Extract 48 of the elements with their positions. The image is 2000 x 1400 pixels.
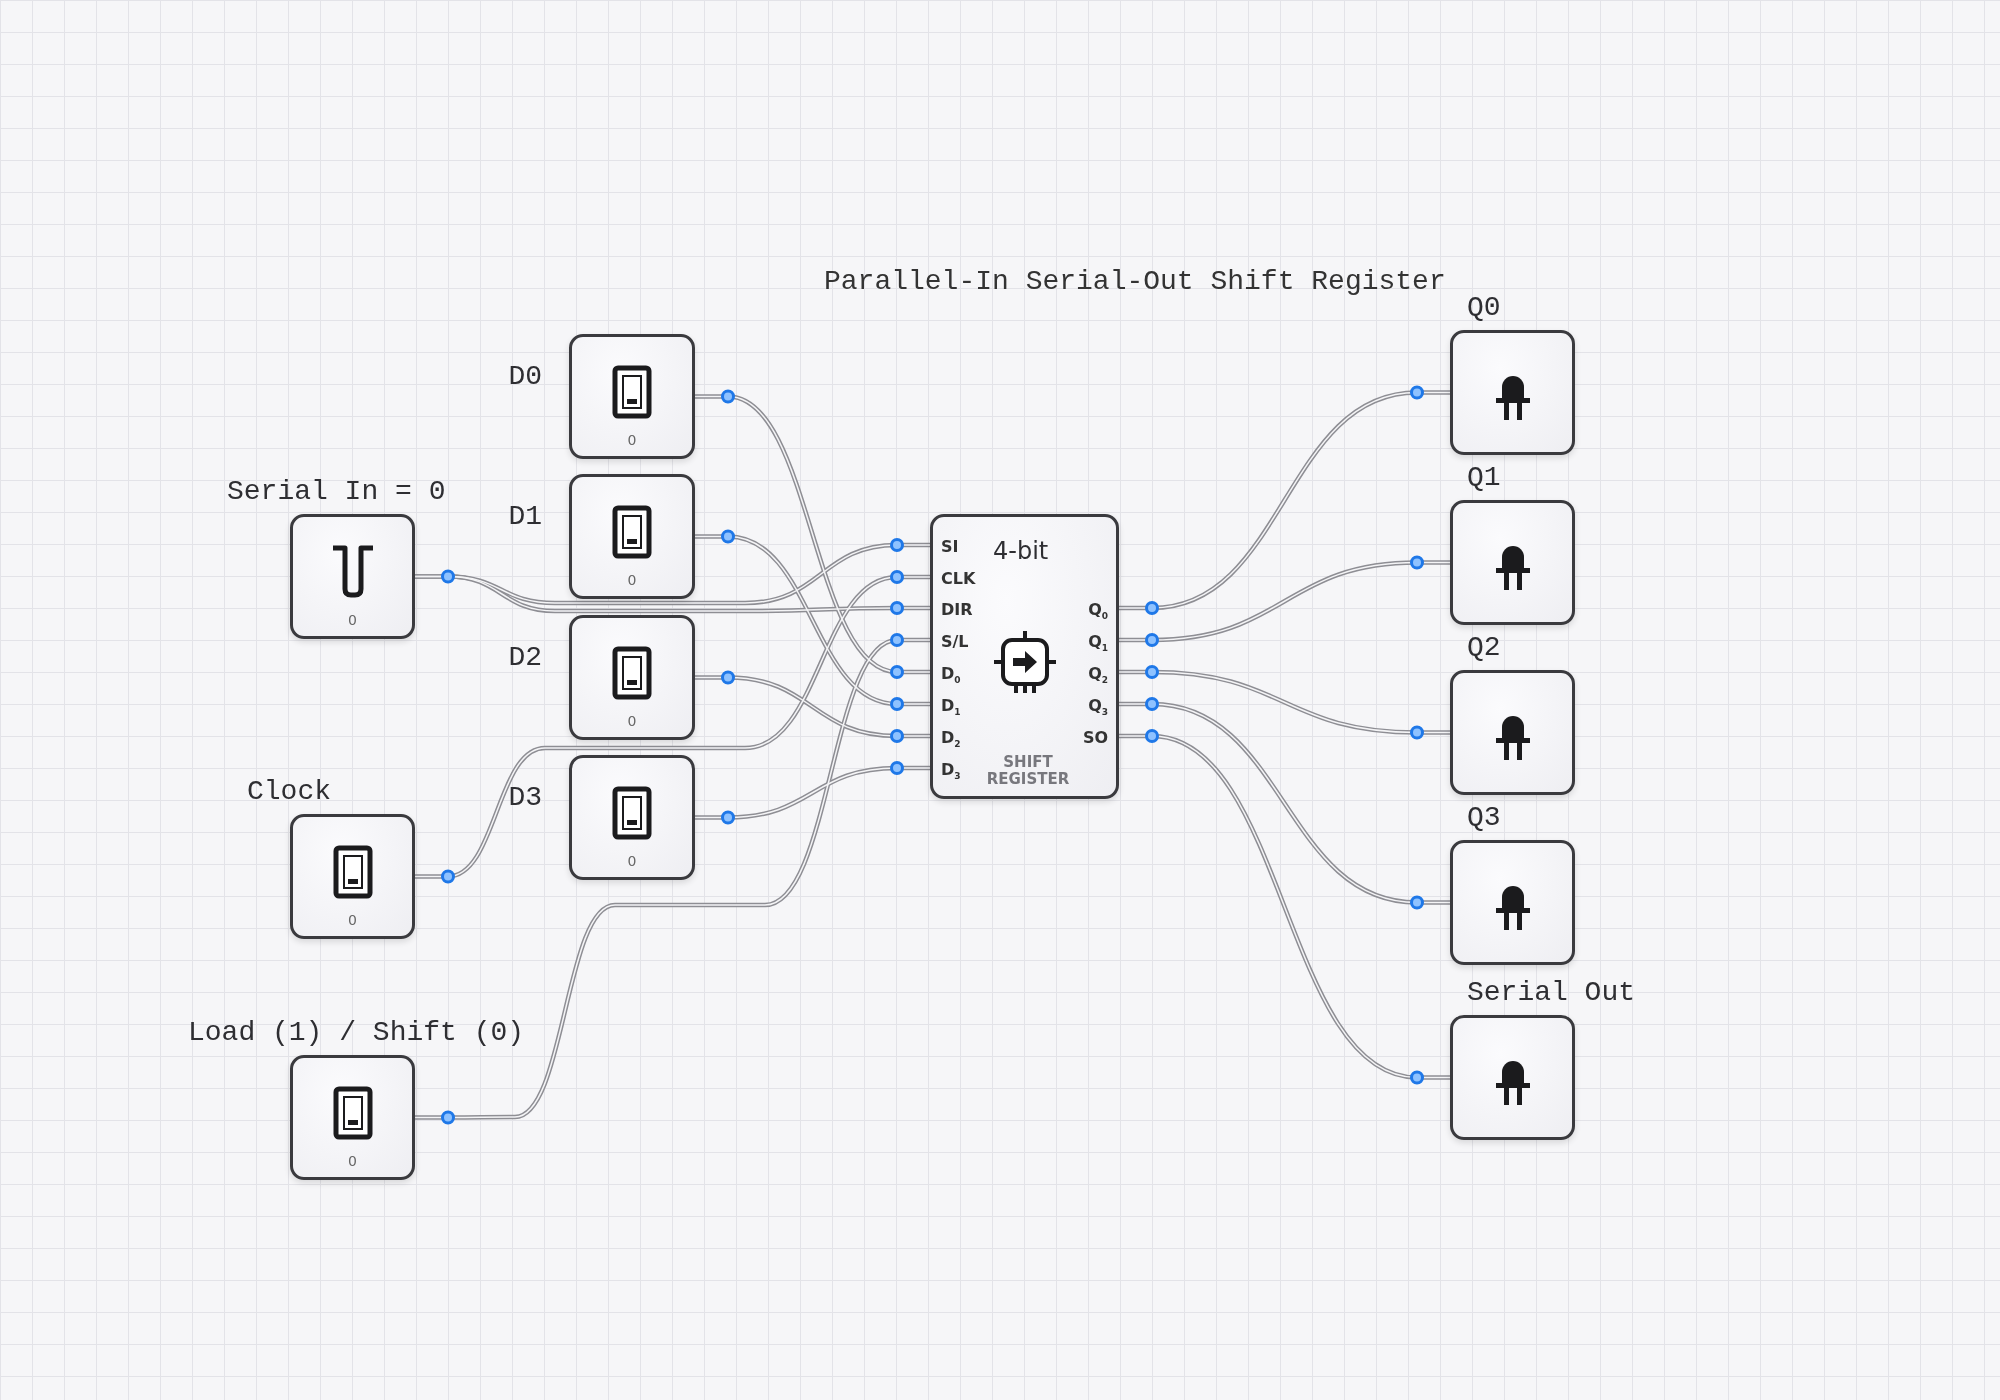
node-label: D0 [508, 361, 542, 392]
wire [1119, 733, 1450, 1080]
wire [1119, 669, 1450, 735]
node-label: Q2 [1467, 632, 1501, 663]
wire [415, 637, 930, 1120]
wire [695, 765, 930, 820]
pin-label: SI [941, 537, 959, 556]
node-label: Clock [247, 776, 331, 807]
pin-label: Q$_{0}$ [1088, 600, 1108, 622]
pin-label: DIR [941, 600, 973, 619]
pin-label: Q$_{1}$ [1088, 632, 1108, 654]
pin-label: D$_{1}$ [941, 696, 961, 718]
wire [695, 394, 930, 675]
value-text: 0 [626, 713, 638, 729]
shift-register-chip [930, 514, 1119, 799]
node-label: Q0 [1467, 292, 1501, 323]
value-text: 0 [347, 612, 358, 628]
value-text: 0 [626, 853, 638, 869]
value-text: 0 [347, 1153, 358, 1169]
wire [695, 534, 930, 707]
node-label: Load (1) / Shift (0) [188, 1017, 525, 1048]
node-label: D3 [508, 782, 542, 813]
pin-label: Q$_{3}$ [1088, 696, 1108, 718]
diagram-title: Parallel-In Serial-Out Shift Register [824, 266, 1446, 297]
wire [695, 675, 930, 739]
wire [415, 574, 930, 879]
node-label: Serial In = 0 [227, 476, 446, 507]
chip-caption: SHIFT REGISTER [985, 753, 1071, 788]
pin-label: D$_{3}$ [941, 760, 961, 782]
wire [415, 574, 930, 614]
pin-label: SO [1082, 728, 1108, 747]
pin-label: CLK [941, 569, 976, 588]
node-label: D2 [508, 642, 542, 673]
wire [1119, 701, 1450, 905]
chip-title: 4-bit [993, 537, 1049, 565]
node-label: Serial Out [1467, 977, 1636, 1008]
value-text: 0 [347, 912, 358, 928]
pin-label: Q$_{2}$ [1088, 664, 1108, 686]
wire [1119, 390, 1450, 611]
node-label: D1 [508, 501, 542, 532]
pin-label: D$_{0}$ [941, 664, 961, 686]
pin-label: D$_{2}$ [941, 728, 961, 750]
node-label: Q3 [1467, 802, 1501, 833]
node-label: Q1 [1467, 462, 1501, 493]
value-text: 0 [626, 432, 638, 448]
value-text: 0 [626, 572, 638, 588]
pin-label: S/L [941, 632, 969, 651]
wire [1119, 560, 1450, 643]
